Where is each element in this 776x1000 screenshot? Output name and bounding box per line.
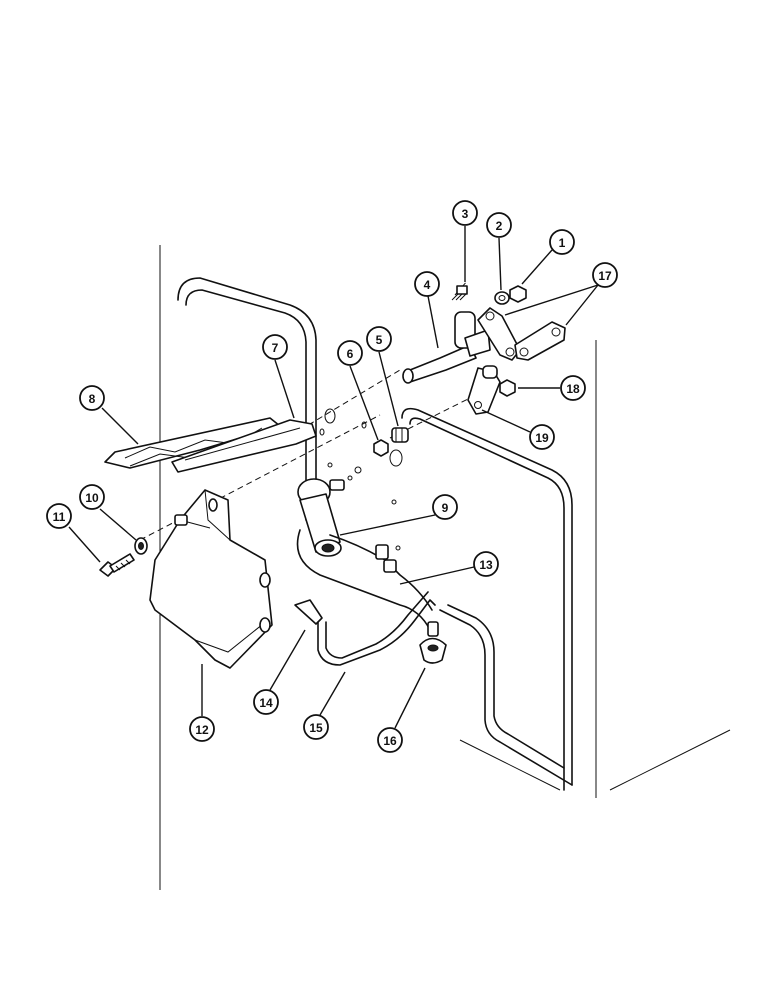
- callout-label: 9: [442, 501, 449, 515]
- washer-reservoir: [149, 489, 273, 669]
- bolt-11: [99, 553, 135, 577]
- callout-11: 11: [46, 503, 72, 529]
- callout-16: 16: [377, 727, 403, 753]
- wiper-motor: [297, 478, 345, 557]
- callout-label: 5: [376, 333, 383, 347]
- cab-panel: [159, 245, 731, 890]
- callout-label: 7: [272, 341, 279, 355]
- callout-6: 6: [337, 340, 363, 366]
- callout-15: 15: [303, 714, 329, 740]
- callout-label: 19: [535, 431, 549, 445]
- washer-2: [494, 291, 510, 305]
- callout-4: 4: [414, 271, 440, 297]
- callout-label: 3: [462, 207, 469, 221]
- callout-3: 3: [452, 200, 478, 226]
- washer-nozzle: [419, 621, 447, 664]
- callout-2: 2: [486, 212, 512, 238]
- nut-1: [509, 285, 527, 303]
- callout-label: 6: [347, 347, 354, 361]
- callout-label: 15: [309, 721, 323, 735]
- callout-label: 18: [566, 382, 580, 396]
- washer-hose: [294, 591, 436, 666]
- callout-7: 7: [262, 334, 288, 360]
- callout-10: 10: [79, 484, 105, 510]
- callout-label: 12: [195, 723, 209, 737]
- callout-label: 4: [424, 278, 431, 292]
- screw-3: [451, 285, 468, 301]
- bushing: [391, 427, 409, 443]
- callout-label: 11: [53, 510, 66, 524]
- pivot-shaft: [402, 311, 491, 384]
- callout-1: 1: [549, 229, 575, 255]
- panel-holes: [319, 408, 403, 551]
- callout-18: 18: [560, 375, 586, 401]
- callout-5: 5: [366, 326, 392, 352]
- callout-label: 14: [259, 696, 273, 710]
- callout-19: 19: [529, 424, 555, 450]
- callout-13: 13: [473, 551, 499, 577]
- nut-18: [499, 379, 516, 397]
- callout-label: 17: [598, 269, 612, 283]
- callout-8: 8: [79, 385, 105, 411]
- callout-label: 1: [559, 236, 566, 250]
- callout-label: 16: [383, 734, 397, 748]
- linkage-arms: [477, 307, 566, 361]
- leader-lines: [68, 226, 599, 729]
- callout-9: 9: [432, 494, 458, 520]
- wiper-arm: [171, 419, 317, 473]
- callout-14: 14: [253, 689, 279, 715]
- crank: [467, 365, 501, 415]
- callout-12: 12: [189, 716, 215, 742]
- callout-label: 2: [496, 219, 503, 233]
- callout-17: 17: [592, 262, 618, 288]
- callout-label: 10: [85, 491, 99, 505]
- callout-label: 8: [89, 392, 96, 406]
- nut-6: [373, 439, 389, 457]
- callout-label: 13: [479, 558, 493, 572]
